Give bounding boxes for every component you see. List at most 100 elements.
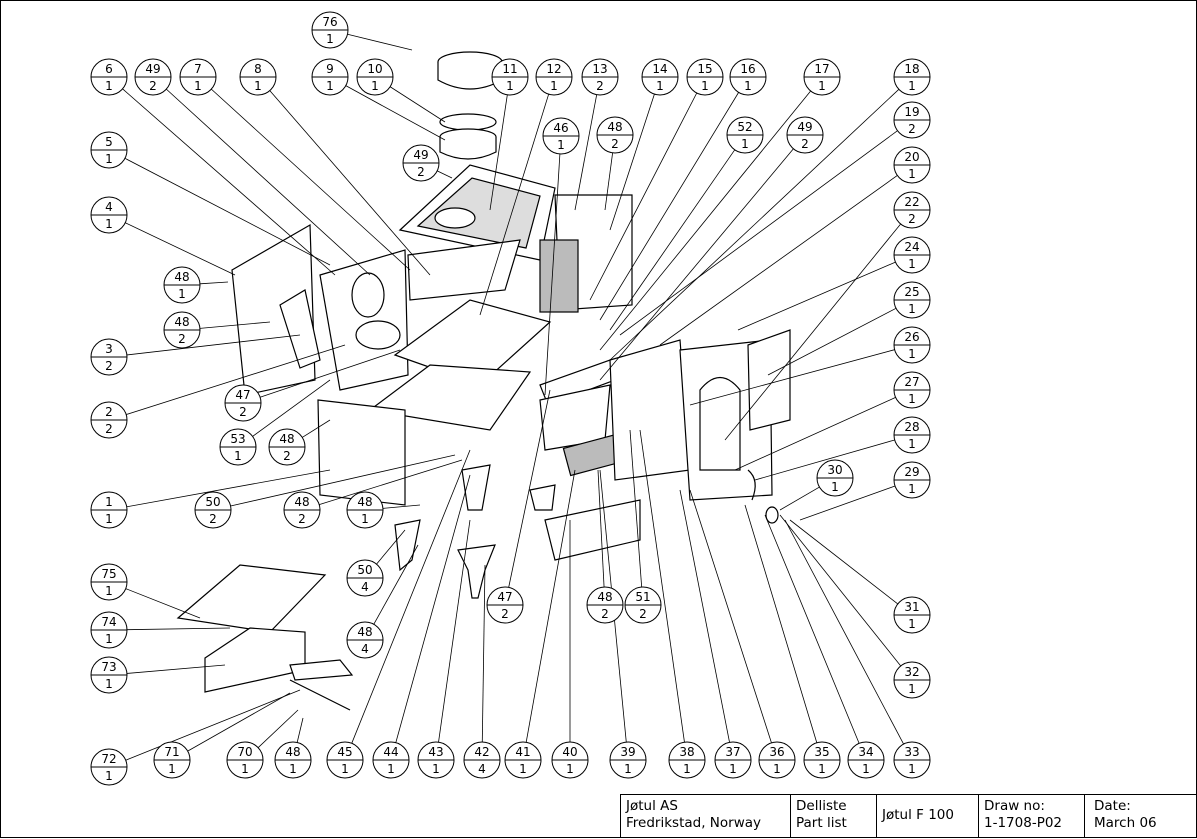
part-number: 24 [904,240,919,254]
part-number: 48 [597,590,612,604]
part-leg-front [457,544,496,599]
part-ash-pan [544,499,641,561]
balloon-part-38: 381 [668,741,706,779]
part-quantity: 1 [701,79,709,93]
part-quantity: 1 [432,762,440,776]
part-number: 5 [105,135,113,149]
balloon-part-7: 71 [179,58,217,96]
date-value: March 06 [1094,815,1157,831]
part-quantity: 1 [683,762,691,776]
part-number: 27 [904,375,919,389]
leader-line-51 [629,429,643,588]
balloon-part-71: 711 [153,741,191,779]
leader-line-14 [609,93,655,231]
balloon-part-48: 482 [283,491,321,529]
part-number: 52 [737,120,752,134]
balloon-part-70: 701 [226,741,264,779]
part-quantity: 1 [241,762,249,776]
balloon-part-12: 121 [535,58,573,96]
part-number: 39 [620,745,635,759]
part-quantity: 1 [557,138,565,152]
part-quantity: 2 [801,137,809,151]
leader-line-2 [126,344,346,415]
part-quantity: 1 [234,449,242,463]
doc-type-en: Part list [796,815,847,831]
leader-line-17 [599,90,811,351]
leader-line-74 [126,627,231,631]
leader-line-16 [599,92,739,321]
balloon-part-48: 481 [274,741,312,779]
part-quantity: 1 [506,79,514,93]
part-number: 38 [679,745,694,759]
draw-no-cell: Draw no: 1-1708-P02 [978,795,1084,837]
doc-type-no: Delliste [796,798,847,814]
part-quantity: 1 [105,632,113,646]
balloon-part-48: 482 [596,116,634,154]
leader-line-50 [376,529,406,565]
part-quantity: 1 [361,512,369,526]
part-quantity: 1 [862,762,870,776]
balloon-part-22: 222 [893,191,931,229]
part-quantity: 1 [908,762,916,776]
part-number: 15 [697,62,712,76]
part-quantity: 2 [149,79,157,93]
draw-no: 1-1708-P02 [984,815,1063,831]
leader-line-25 [767,307,897,376]
part-number: 45 [337,745,352,759]
balloon-part-13: 132 [581,58,619,96]
part-quantity: 1 [908,79,916,93]
balloon-part-52: 521 [726,116,764,154]
part-handle [747,469,756,501]
leader-line-33 [784,519,904,745]
balloon-part-39: 391 [609,741,647,779]
leader-line-20 [659,175,898,346]
leader-line-9 [345,85,446,141]
part-quantity: 1 [371,79,379,93]
part-number: 3 [105,342,113,356]
part-number: 19 [904,105,919,119]
part-number: 48 [279,432,294,446]
doc-type-cell: Delliste Part list [790,795,876,837]
balloon-part-44: 441 [372,741,410,779]
leader-line-38 [639,429,685,743]
balloon-part-73: 731 [90,656,128,694]
part-number: 48 [357,625,372,639]
leader-line-48 [373,544,419,625]
part-quantity: 1 [818,79,826,93]
leader-line-34 [764,514,860,744]
leader-line-29 [799,485,896,521]
part-side-oval [355,320,401,350]
balloon-part-48: 481 [346,491,384,529]
leader-line-47 [259,349,401,398]
part-quantity: 1 [105,79,113,93]
part-quantity: 1 [566,762,574,776]
part-quantity: 1 [908,482,916,496]
part-number: 18 [904,62,919,76]
draw-no-label: Draw no: [984,798,1045,814]
balloon-part-17: 171 [803,58,841,96]
leader-line-18 [609,89,900,361]
part-number: 48 [174,270,189,284]
leader-line-41 [525,469,576,743]
part-number: 43 [428,745,443,759]
part-number: 49 [797,120,812,134]
part-number: 48 [294,495,309,509]
balloon-part-49: 492 [134,58,172,96]
part-quantity: 1 [387,762,395,776]
part-quantity: 2 [596,79,604,93]
balloon-part-40: 401 [551,741,589,779]
balloon-part-33: 331 [893,741,931,779]
part-number: 48 [357,495,372,509]
leader-line-26 [689,349,895,406]
balloon-part-76: 761 [311,11,349,49]
part-number: 11 [502,62,517,76]
balloon-part-48: 482 [268,428,306,466]
balloon-part-24: 241 [893,236,931,274]
part-quantity: 1 [908,392,916,406]
company-name: Jøtul AS [626,798,678,814]
part-number: 30 [827,463,842,477]
part-number: 16 [740,62,755,76]
part-quantity: 1 [289,762,297,776]
part-leg-2 [461,464,491,511]
part-number: 10 [367,62,382,76]
